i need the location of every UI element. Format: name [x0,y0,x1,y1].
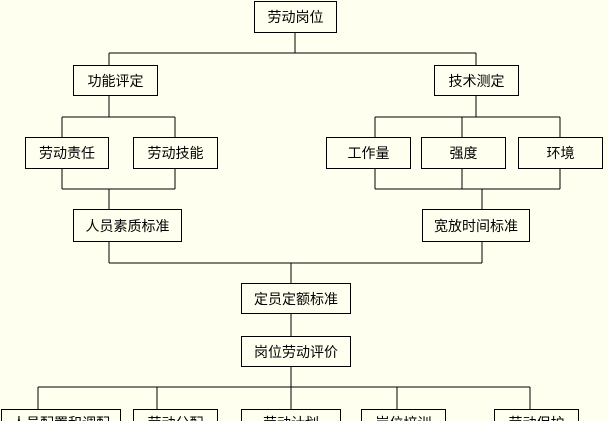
node-labor-distribution: 劳动分配 [133,409,218,421]
node-staff-allocation: 人员配置和调配 [1,409,121,421]
node-allowance-time-standard: 宽放时间标准 [422,209,530,242]
node-environment: 环境 [518,137,603,169]
node-labor-skill: 劳动技能 [133,137,218,169]
node-labor-post: 劳动岗位 [254,1,337,33]
node-intensity: 强度 [421,137,506,169]
node-labor-responsibility: 劳动责任 [25,137,109,169]
node-labor-plan: 劳动计划 [241,409,341,421]
node-workload: 工作量 [326,137,411,169]
node-technical-measurement: 技术测定 [434,65,519,96]
node-function-evaluation: 功能评定 [73,65,158,96]
node-personnel-quality-standard: 人员素质标准 [73,209,182,242]
node-labor-protection: 劳动保护 [494,409,579,421]
node-post-training: 岗位培训 [361,409,446,421]
node-post-labor-evaluation: 岗位劳动评价 [241,336,351,367]
node-staffing-quota-standard: 定员定额标准 [241,283,351,314]
